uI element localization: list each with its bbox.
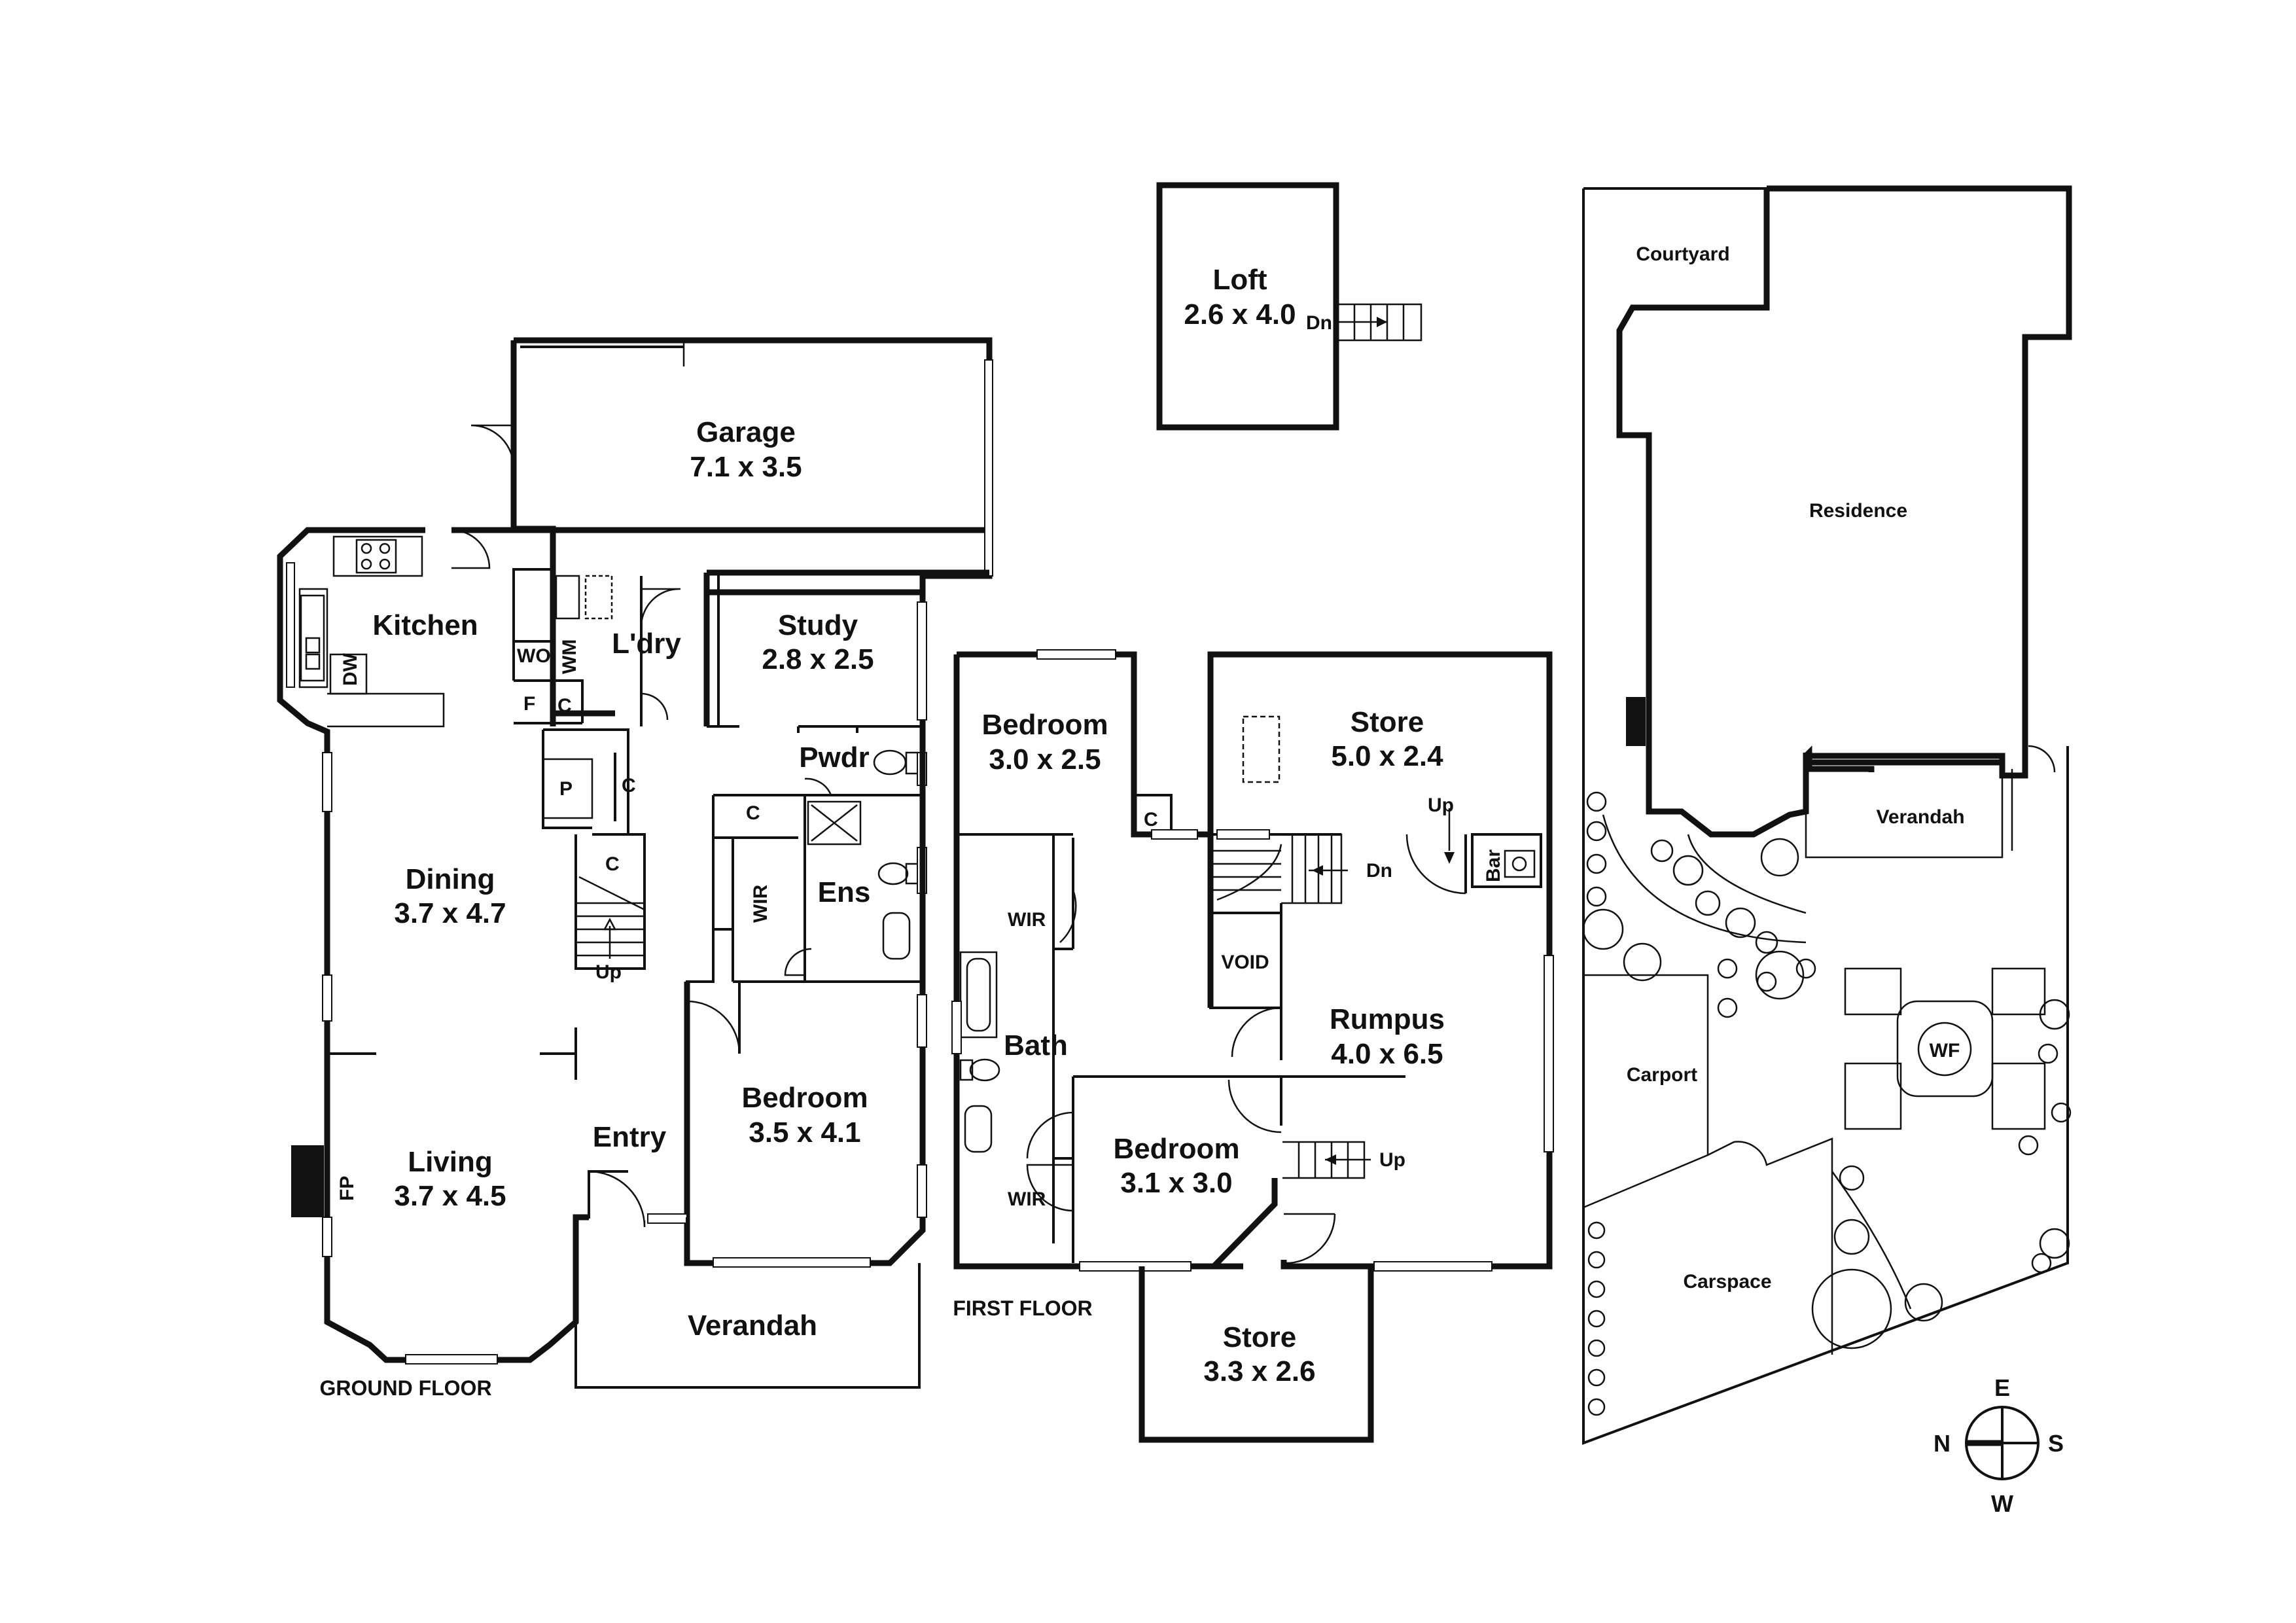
site-wf-label: WF bbox=[1930, 1040, 1960, 1061]
study-dim: 2.8 x 2.5 bbox=[762, 643, 874, 675]
compass-e: E bbox=[1994, 1374, 2010, 1401]
study-name: Study bbox=[778, 609, 858, 641]
rumpus-dim: 4.0 x 6.5 bbox=[1331, 1038, 1443, 1070]
site-verandah-label: Verandah bbox=[1876, 806, 1964, 828]
wo-label: WO bbox=[517, 645, 551, 667]
site-plan: E W N S bbox=[1582, 185, 2072, 1517]
store-first-1-name: Store bbox=[1351, 706, 1424, 738]
f-label: F bbox=[523, 693, 535, 715]
ground-stair-up-label: Up bbox=[595, 961, 622, 983]
bedroom-first-2-dim: 3.1 x 3.0 bbox=[1120, 1167, 1232, 1199]
c-label-4: C bbox=[1144, 809, 1158, 830]
store-first-2-dim: 3.3 x 2.6 bbox=[1203, 1355, 1315, 1387]
dw-label: DW bbox=[340, 652, 361, 686]
kitchen-name: Kitchen bbox=[372, 609, 478, 641]
dining-name: Dining bbox=[406, 863, 495, 895]
bedroom-first-1-name: Bedroom bbox=[981, 709, 1108, 741]
garage-name: Garage bbox=[696, 416, 796, 448]
bedroom-ground-dim: 3.5 x 4.1 bbox=[749, 1116, 860, 1149]
bath-name: Bath bbox=[1004, 1029, 1068, 1061]
c-label-3: C bbox=[746, 802, 760, 824]
site-carspace-label: Carspace bbox=[1683, 1271, 1771, 1293]
powder-name: Pwdr bbox=[799, 741, 870, 774]
ground-floor-label: GROUND FLOOR bbox=[319, 1376, 491, 1400]
site-courtyard-label: Courtyard bbox=[1636, 243, 1729, 265]
bar-label: Bar bbox=[1483, 849, 1504, 882]
compass: E W N S bbox=[1934, 1374, 2064, 1517]
bedroom-first-2-name: Bedroom bbox=[1113, 1133, 1239, 1165]
verandah-ground-name: Verandah bbox=[688, 1310, 817, 1342]
living-dim: 3.7 x 4.5 bbox=[394, 1180, 506, 1212]
compass-s: S bbox=[2048, 1430, 2064, 1457]
loft-name: Loft bbox=[1212, 264, 1267, 296]
compass-n: N bbox=[1934, 1430, 1951, 1457]
laundry-name: L'dry bbox=[612, 628, 681, 660]
wir-ground-label: WIR bbox=[750, 884, 771, 923]
loft-dn-label: Dn bbox=[1306, 312, 1332, 334]
rumpus-up-label: Up bbox=[1379, 1149, 1405, 1171]
first-floor-plan: Dn Up bbox=[951, 649, 1554, 1443]
first-floor-label: FIRST FLOOR bbox=[953, 1296, 1092, 1320]
rumpus-name: Rumpus bbox=[1330, 1003, 1445, 1035]
loft-plan: Dn bbox=[1156, 182, 1422, 431]
stair-dn-label: Dn bbox=[1366, 860, 1392, 882]
garage-dim: 7.1 x 3.5 bbox=[690, 451, 802, 483]
store-first-1-dim: 5.0 x 2.4 bbox=[1331, 740, 1443, 772]
store-first-2-name: Store bbox=[1223, 1321, 1296, 1353]
bedroom-first-1-dim: 3.0 x 2.5 bbox=[989, 743, 1101, 776]
loft-dim: 2.6 x 4.0 bbox=[1184, 298, 1296, 330]
dining-dim: 3.7 x 4.7 bbox=[394, 897, 506, 929]
shrubs bbox=[1582, 791, 2072, 1416]
wir-first-1-label: WIR bbox=[1008, 909, 1046, 931]
store-up-label: Up bbox=[1428, 794, 1454, 816]
bedroom-ground-name: Bedroom bbox=[741, 1082, 868, 1114]
wm-label: WM bbox=[559, 639, 580, 674]
fp-label: FP bbox=[336, 1176, 358, 1201]
compass-w: W bbox=[1991, 1490, 2013, 1517]
ground-floor-plan: DW WO WM F C bbox=[277, 337, 993, 1389]
wir-first-2-label: WIR bbox=[1008, 1188, 1046, 1210]
void-name: VOID bbox=[1221, 952, 1269, 973]
c-label-2: C bbox=[605, 853, 620, 875]
site-carport-label: Carport bbox=[1627, 1064, 1697, 1086]
living-name: Living bbox=[408, 1146, 493, 1178]
ensuite-name: Ens bbox=[818, 876, 871, 908]
p-label: P bbox=[559, 778, 573, 800]
entry-name: Entry bbox=[593, 1121, 667, 1153]
c-label-ldry: C bbox=[557, 695, 572, 717]
site-residence-label: Residence bbox=[1809, 500, 1907, 522]
c-label-1: C bbox=[622, 775, 636, 796]
